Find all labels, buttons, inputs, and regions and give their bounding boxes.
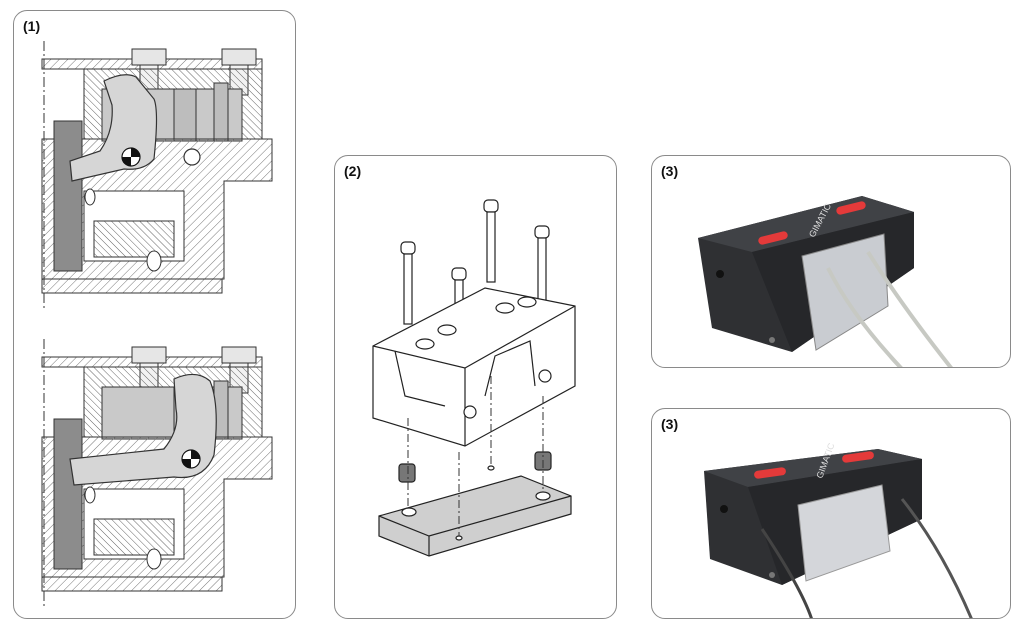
panel-photo-dark-cables: (3) GIMATIC xyxy=(651,408,1011,619)
panel-mounting: (2) xyxy=(334,155,617,619)
panel-label: (3) xyxy=(661,416,679,432)
screw xyxy=(534,225,550,309)
panel-photo-light-cables: (3) GIMATIC xyxy=(651,155,1011,368)
status-led xyxy=(842,451,874,463)
sensor-cable xyxy=(760,528,813,618)
status-led xyxy=(758,231,788,245)
cross-section-drawings xyxy=(41,40,273,610)
pivot-icon xyxy=(121,147,141,167)
screw xyxy=(400,241,416,325)
status-led xyxy=(836,201,866,215)
gripper-photo-dark: GIMATIC xyxy=(704,441,973,618)
status-led xyxy=(754,467,786,479)
panel-cross-section: (1) xyxy=(13,10,296,619)
panel-label: (3) xyxy=(661,163,679,179)
screw xyxy=(483,199,499,283)
exploded-mounting-drawing xyxy=(372,199,576,557)
gripper-photo-light: GIMATIC xyxy=(698,196,953,367)
pivot-icon xyxy=(181,449,201,469)
sensor-cable xyxy=(826,267,903,367)
lever-open xyxy=(69,74,158,182)
gripper-body xyxy=(372,287,576,447)
base-plate xyxy=(378,475,572,557)
centering-pin xyxy=(398,463,416,483)
lever-closed xyxy=(69,373,217,486)
sensor-cable xyxy=(900,498,973,618)
sensor-cable xyxy=(866,250,953,367)
panel-label: (2) xyxy=(344,163,362,179)
panel-label: (1) xyxy=(23,18,41,34)
